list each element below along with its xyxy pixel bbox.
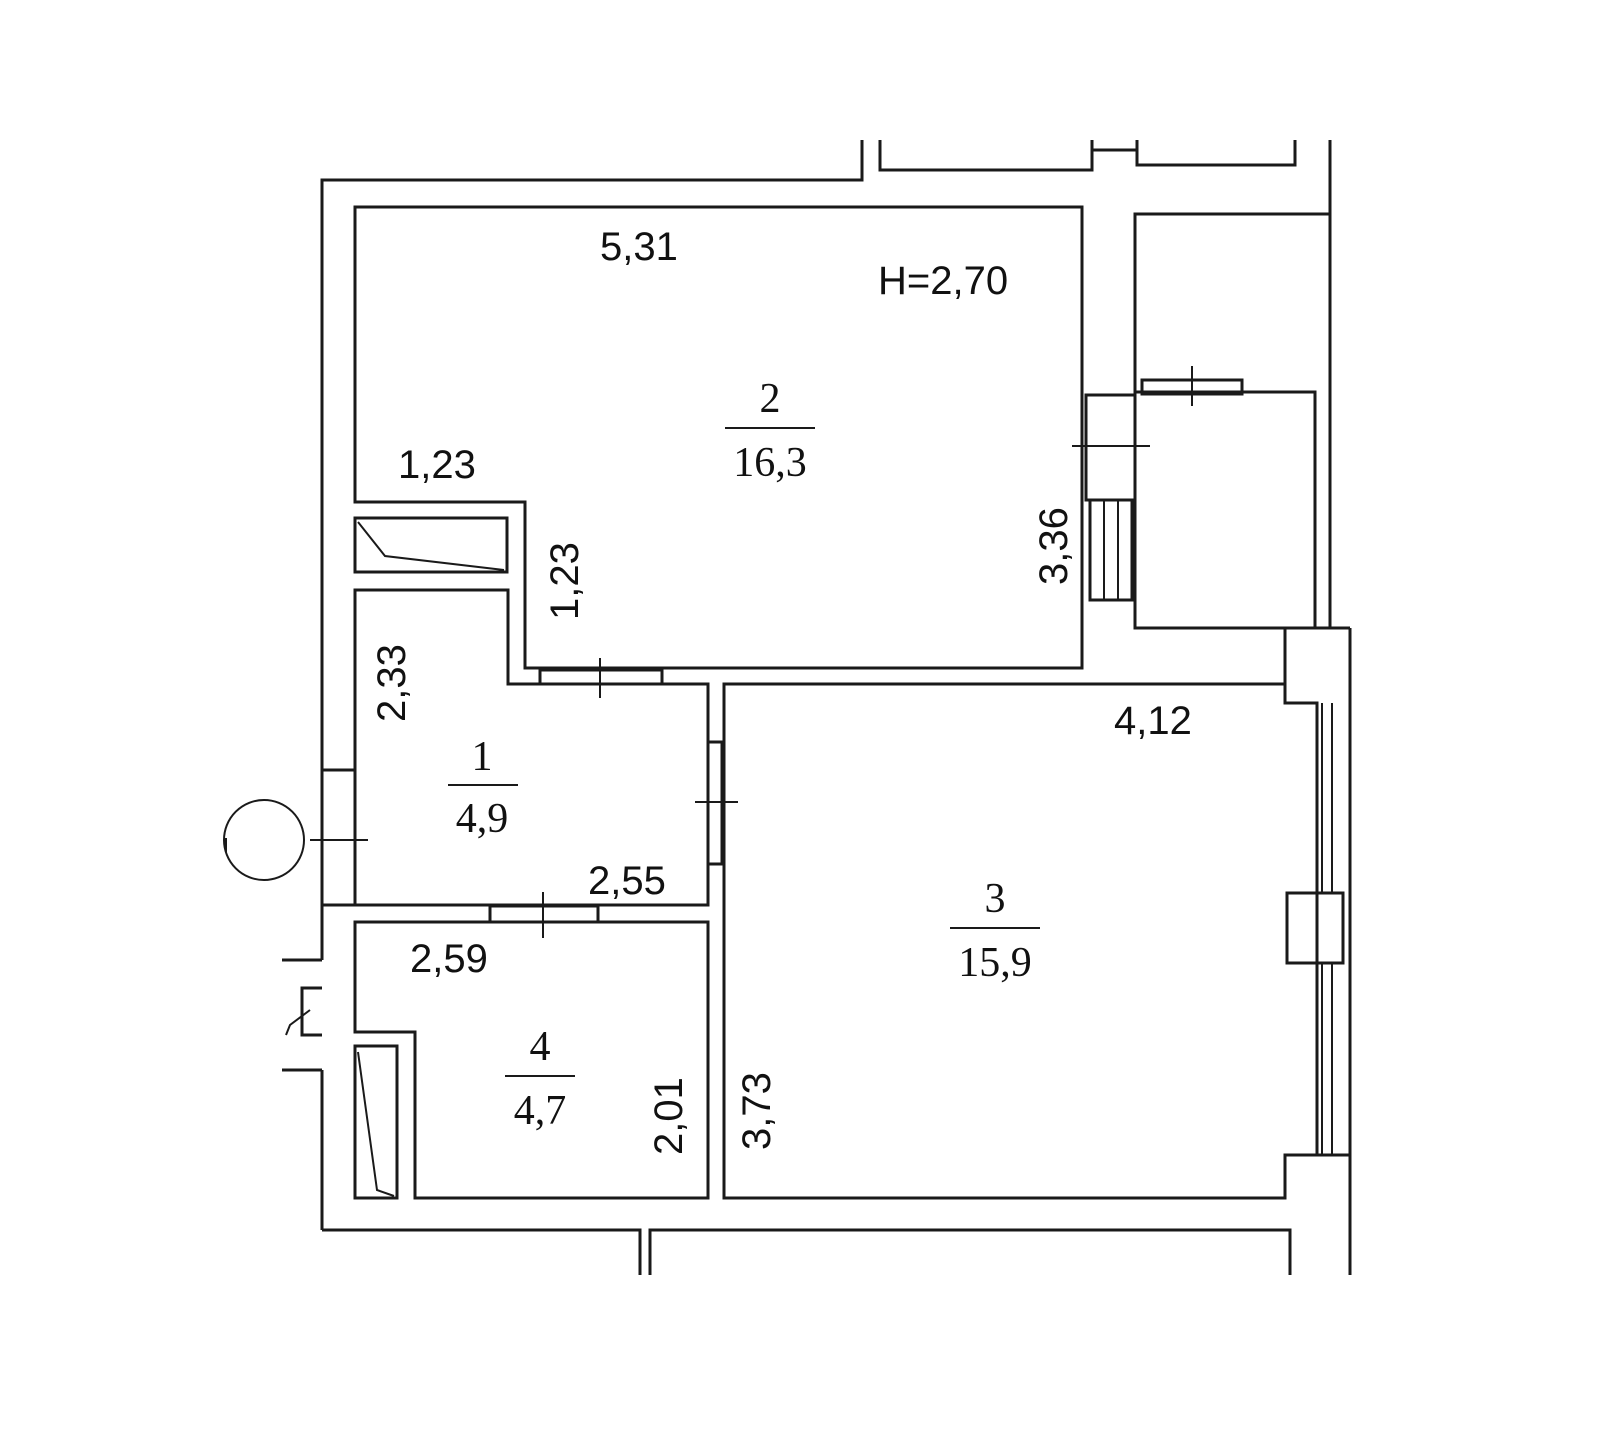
room-1-outline: [353, 588, 710, 907]
room-1-area: 4,9: [456, 796, 509, 842]
room-3-area: 15,9: [958, 940, 1032, 986]
outer-walls: [320, 140, 1352, 1275]
dim-room2-notch-width: 1,23: [398, 443, 476, 487]
door-hall-room3: [695, 740, 738, 866]
room-4-area: 4,7: [514, 1088, 567, 1134]
ventilation-shaft: [353, 516, 509, 574]
room-1-number: 1: [472, 734, 493, 780]
bathtub: [353, 1044, 399, 1200]
labels: H=2,70 2 16,3 1 4,9 3 15,9 4 4,7 5,31 1,…: [370, 225, 1192, 1155]
room-2-area: 16,3: [733, 440, 807, 486]
dim-room2-notch-depth: 1,23: [543, 542, 587, 620]
dim-room1-width: 2,55: [588, 859, 666, 903]
room-2-number: 2: [760, 376, 781, 422]
dim-room2-width: 5,31: [600, 225, 678, 269]
room-4-outline: [353, 920, 710, 1200]
dim-room4-depth: 2,01: [647, 1077, 691, 1155]
room-3-window: [1283, 628, 1350, 1157]
room-4-number: 4: [530, 1024, 551, 1070]
room-3-number: 3: [985, 876, 1006, 922]
ceiling-height-label: H=2,70: [878, 259, 1008, 303]
room-2-outline: [353, 205, 1084, 670]
entrance-door: [223, 768, 368, 907]
balcony: [1072, 212, 1350, 630]
dim-room4-width: 2,59: [410, 937, 488, 981]
exterior-detail: [282, 958, 322, 1072]
door-hall-room4: [488, 892, 600, 938]
dim-room3-width: 4,12: [1114, 699, 1192, 743]
dim-room3-depth: 3,73: [735, 1072, 779, 1150]
door-hall-room2: [538, 658, 664, 698]
dim-room2-depth: 3,36: [1032, 507, 1076, 585]
dim-room1-depth: 2,33: [370, 644, 414, 722]
